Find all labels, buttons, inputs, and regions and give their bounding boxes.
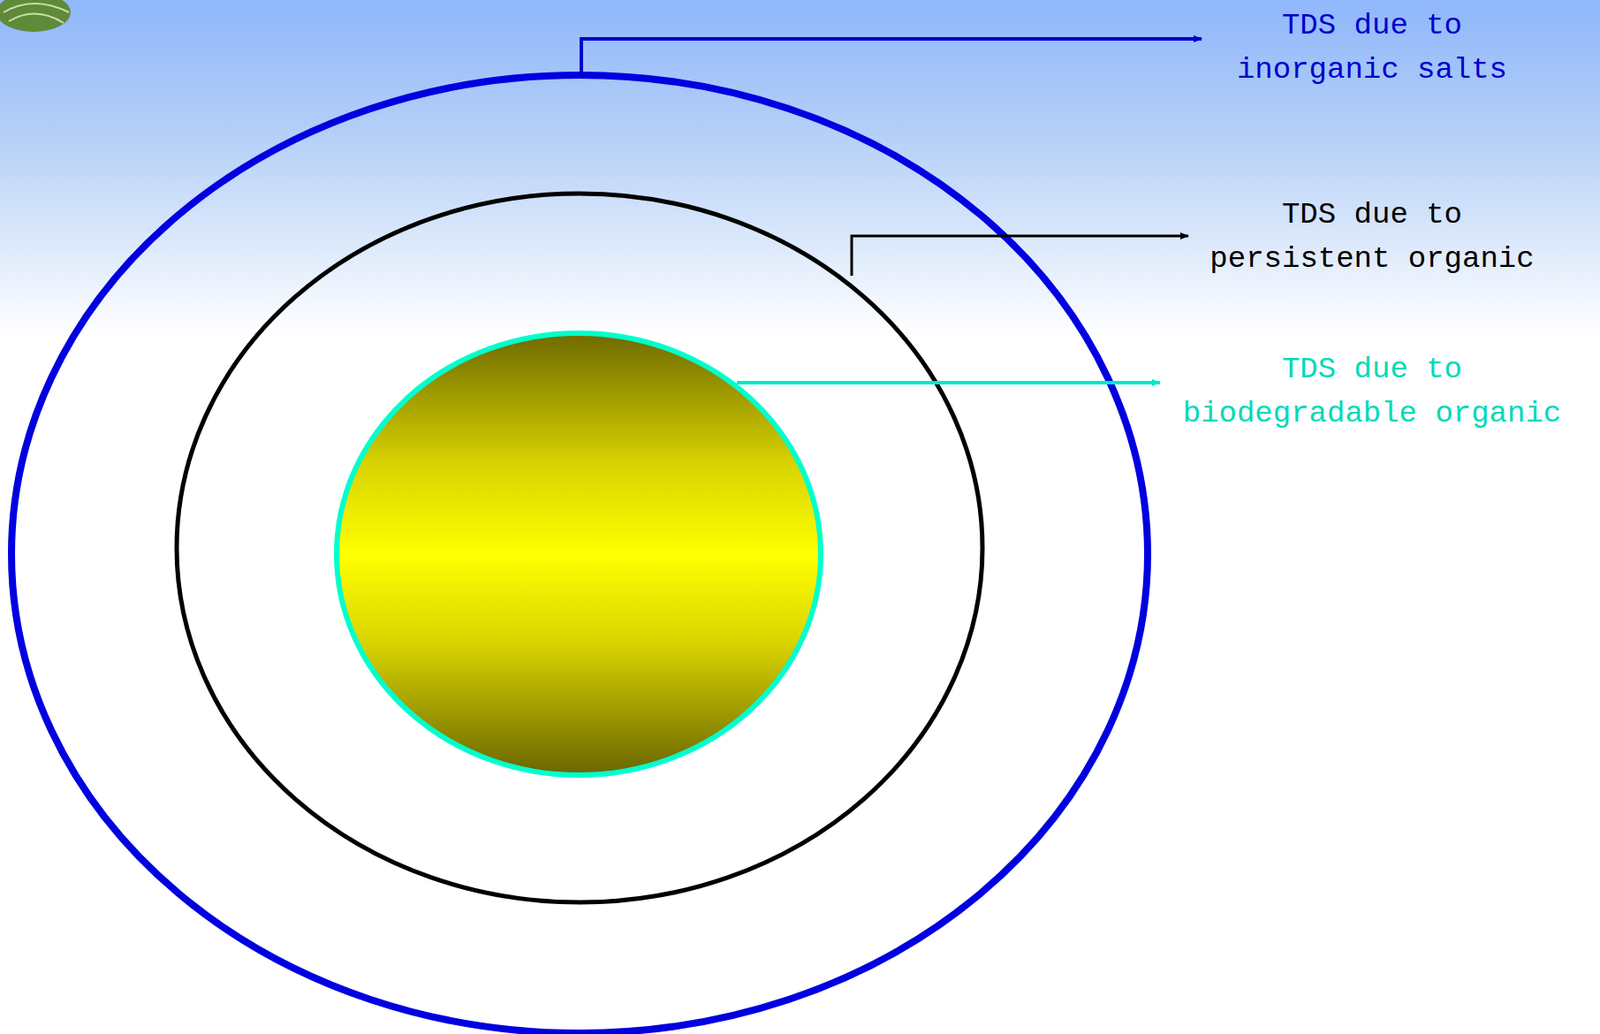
leader-arrow [736, 380, 1161, 385]
corner-icon [0, 0, 71, 32]
callout-label: TDS due to persistent organic [1196, 192, 1548, 281]
outer-ellipse [11, 75, 1148, 1033]
leader-arrow [581, 38, 1202, 77]
leader-arrow [851, 235, 1189, 276]
middle-ellipse [176, 193, 983, 903]
callout-label: TDS due to biodegradable organic [1168, 347, 1575, 436]
inner-ellipse [336, 333, 821, 775]
callout-label: TDS due to inorganic salts [1219, 3, 1526, 92]
